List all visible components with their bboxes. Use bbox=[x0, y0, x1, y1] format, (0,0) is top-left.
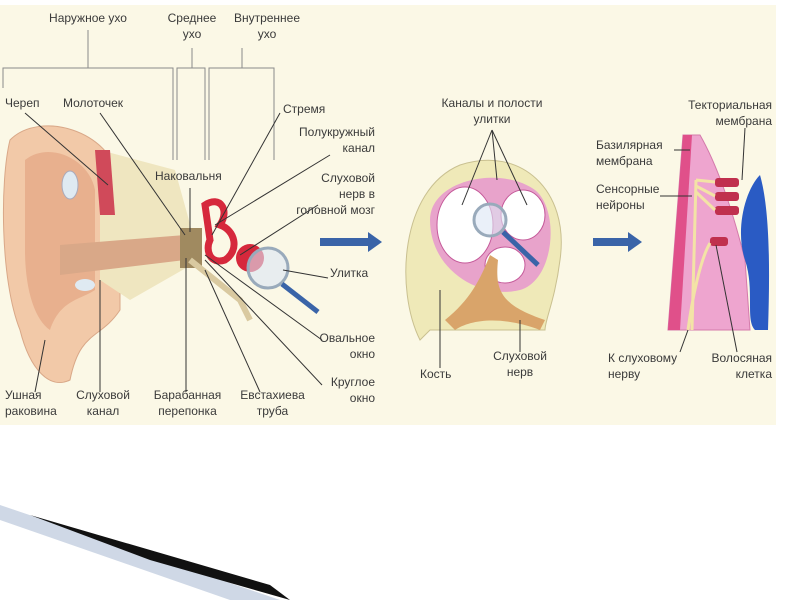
label-inner-ear: Внутреннее ухо bbox=[233, 11, 301, 41]
label-middle-ear: Среднее ухо bbox=[167, 11, 217, 41]
label-oval-window: Овальное окно bbox=[319, 331, 375, 361]
label-bone: Кость bbox=[420, 367, 452, 381]
label-skull: Череп bbox=[5, 96, 40, 110]
label-semicircular-canal: Полукружный канал bbox=[299, 125, 375, 155]
label-to-nerve: К слуховому нерву bbox=[608, 351, 678, 381]
arrow-right-icon bbox=[593, 232, 642, 252]
label-eardrum: Барабанная перепонка bbox=[153, 388, 222, 418]
arrow-right-icon bbox=[320, 232, 382, 252]
organ-of-corti bbox=[660, 127, 770, 353]
leader-lines bbox=[24, 112, 331, 393]
label-outer-ear: Наружное ухо bbox=[49, 11, 127, 25]
label-auditory-nerve-brain: Слуховой нерв в головной мозг bbox=[296, 171, 375, 217]
label-cochlea: Улитка bbox=[330, 266, 369, 280]
label-tectorial-membrane: Текториальная мембрана bbox=[688, 98, 772, 128]
section-brackets bbox=[2, 30, 275, 160]
label-cochlear-canals: Каналы и полости улитки bbox=[441, 96, 543, 126]
arrows bbox=[320, 232, 642, 252]
label-eustachian-tube: Евстахиева труба bbox=[240, 388, 305, 418]
label-sensory-neurons: Сенсорные нейроны bbox=[596, 182, 660, 212]
label-hair-cell: Волосяная клетка bbox=[711, 351, 772, 381]
label-malleus: Молоточек bbox=[63, 96, 124, 110]
outer-ear-illustration bbox=[2, 125, 200, 383]
slide-decoration bbox=[0, 505, 290, 600]
label-round-window: Круглое окно bbox=[330, 375, 375, 405]
label-auricle: Ушная раковина bbox=[5, 388, 57, 418]
label-stapes: Стремя bbox=[283, 102, 326, 116]
label-incus: Наковальня bbox=[155, 169, 222, 183]
label-auditory-nerve: Слуховой нерв bbox=[493, 349, 547, 379]
label-basilar-membrane: Базилярная мембрана bbox=[596, 138, 663, 168]
label-ear-canal: Слуховой канал bbox=[76, 388, 130, 418]
cochlea-cross-section bbox=[405, 129, 562, 368]
middle-inner-ear-illustration bbox=[180, 198, 320, 322]
